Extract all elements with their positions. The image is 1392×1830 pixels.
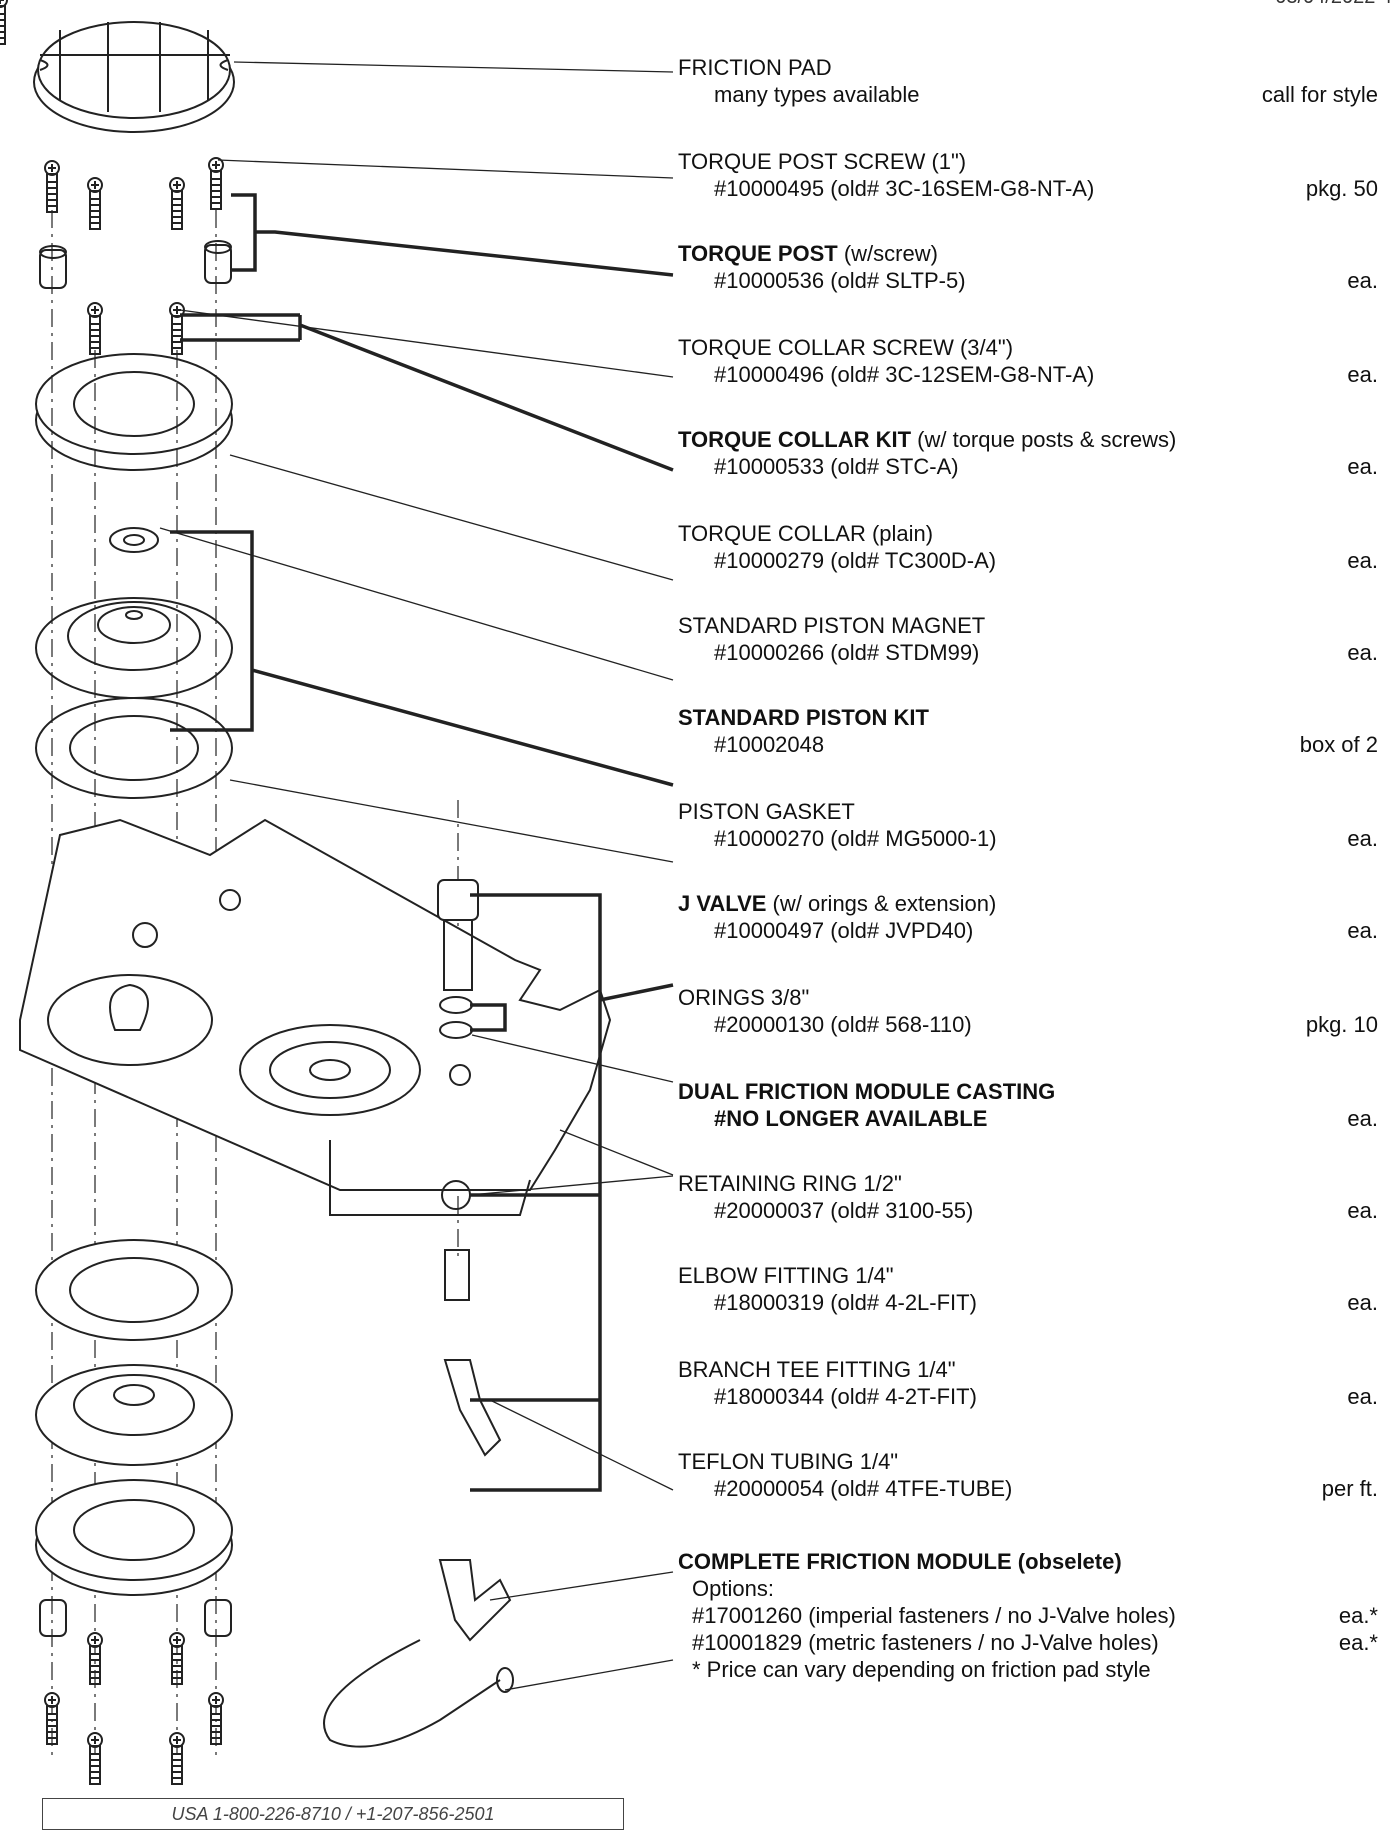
part-unit: ea. <box>1347 548 1378 573</box>
part-unit: ea. <box>1347 1290 1378 1315</box>
option-row: #10001829 (metric fasteners / no J-Valve… <box>692 1630 1378 1655</box>
part-entry: TORQUE COLLAR (plain)#10000279 (old# TC3… <box>678 520 1378 574</box>
part-note: (w/screw) <box>837 241 938 266</box>
part-number: #10000270 (old# MG5000-1) <box>714 826 997 851</box>
part-name: J VALVE <box>678 891 767 916</box>
part-note: (w/ torque posts & screws) <box>911 427 1177 452</box>
piston-drawing <box>35 527 233 699</box>
part-unit: pkg. 50 <box>1305 176 1378 201</box>
part-unit: ea. <box>1347 1198 1378 1223</box>
part-number: #20000037 (old# 3100-55) <box>714 1198 974 1223</box>
complete-module-block: COMPLETE FRICTION MODULE (obselete) Opti… <box>678 1548 1378 1683</box>
option-row: #17001260 (imperial fasteners / no J-Val… <box>692 1603 1378 1628</box>
part-entry: DUAL FRICTION MODULE CASTING#NO LONGER A… <box>678 1078 1378 1132</box>
part-entry: TEFLON TUBING 1/4"#20000054 (old# 4TFE-T… <box>678 1448 1378 1502</box>
part-entry: TORQUE POST SCREW (1")#10000495 (old# 3C… <box>678 148 1378 202</box>
part-number: #10000497 (old# JVPD40) <box>714 918 974 943</box>
part-name: TORQUE POST SCREW (1") <box>678 149 967 174</box>
part-entry: PISTON GASKET#10000270 (old# MG5000-1) ea… <box>678 798 1378 852</box>
part-entry: STANDARD PISTON KIT#10002048 box of 2 <box>678 704 1378 758</box>
part-entry: J VALVE (w/ orings & extension)#10000497… <box>678 890 1378 944</box>
part-number: #10000533 (old# STC-A) <box>714 454 959 479</box>
part-unit: ea. <box>1347 918 1378 943</box>
part-name: ORINGS 3/8" <box>678 985 810 1010</box>
part-number: #18000319 (old# 4-2L-FIT) <box>714 1290 977 1315</box>
part-entry: ORINGS 3/8"#20000130 (old# 568-110) pkg. … <box>678 984 1378 1038</box>
part-entry: TORQUE COLLAR KIT (w/ torque posts & scr… <box>678 426 1378 480</box>
part-name: FRICTION PAD <box>678 55 832 80</box>
part-name: RETAINING RING 1/2" <box>678 1171 902 1196</box>
options-label: Options: <box>692 1576 774 1601</box>
part-number: #10000536 (old# SLTP-5) <box>714 268 966 293</box>
part-number: many types available <box>714 82 920 107</box>
torque-collar-drawing <box>35 353 233 471</box>
part-number: #20000130 (old# 568-110) <box>714 1012 972 1037</box>
part-number: #10000496 (old# 3C-12SEM-G8-NT-A) <box>714 362 1095 387</box>
part-entry: TORQUE COLLAR SCREW (3/4")#10000496 (old… <box>678 334 1378 388</box>
part-name: TORQUE COLLAR KIT <box>678 427 912 452</box>
part-name: TORQUE COLLAR SCREW (3/4") <box>678 335 1014 360</box>
part-unit: per ft. <box>1321 1476 1378 1501</box>
part-number: #NO LONGER AVAILABLE <box>714 1106 988 1131</box>
part-unit: ea. <box>1347 268 1378 293</box>
part-name: ELBOW FITTING 1/4" <box>678 1263 894 1288</box>
kit-brackets <box>170 193 674 1492</box>
revision-date: 03/04/2022 4 <box>1275 0 1392 9</box>
top-screws-drawing <box>0 0 232 355</box>
part-name: TORQUE COLLAR (plain) <box>678 521 934 546</box>
part-name: STANDARD PISTON MAGNET <box>678 613 986 638</box>
part-name: PISTON GASKET <box>678 799 855 824</box>
part-number: #10000266 (old# STDM99) <box>714 640 980 665</box>
part-name: BRANCH TEE FITTING 1/4" <box>678 1357 956 1382</box>
part-unit: call for style <box>1261 82 1378 107</box>
part-unit: ea. <box>1347 362 1378 387</box>
part-unit: box of 2 <box>1299 732 1378 757</box>
part-unit: ea. <box>1347 454 1378 479</box>
part-entry: BRANCH TEE FITTING 1/4"#18000344 (old# 4… <box>678 1356 1378 1410</box>
part-number: #20000054 (old# 4TFE-TUBE) <box>714 1476 1013 1501</box>
lower-stack-drawing <box>35 1239 233 1785</box>
part-number: #10000495 (old# 3C-16SEM-G8-NT-A) <box>714 176 1095 201</box>
part-entry: STANDARD PISTON MAGNET#10000266 (old# ST… <box>678 612 1378 666</box>
part-number: #10002048 <box>714 732 825 757</box>
part-name: TORQUE POST <box>678 241 838 266</box>
leader-lines <box>159 61 674 1691</box>
part-number: #10000279 (old# TC300D-A) <box>714 548 997 573</box>
friction-pad-drawing <box>33 21 235 133</box>
price-footnote: * Price can vary depending on friction p… <box>692 1657 1151 1682</box>
part-name: TEFLON TUBING 1/4" <box>678 1449 899 1474</box>
part-unit: ea. <box>1347 1106 1378 1131</box>
module-casting-drawing <box>19 818 612 1216</box>
part-name: DUAL FRICTION MODULE CASTING <box>678 1079 1056 1104</box>
contact-phone: USA 1-800-226-8710 / +1-207-856-2501 <box>42 1798 624 1830</box>
part-unit: pkg. 10 <box>1305 1012 1378 1037</box>
part-note: (w/ orings & extension) <box>766 891 997 916</box>
part-entry: ELBOW FITTING 1/4"#18000319 (old# 4-2L-F… <box>678 1262 1378 1316</box>
complete-module-title: COMPLETE FRICTION MODULE (obselete) <box>678 1549 1122 1574</box>
part-unit: ea. <box>1347 1384 1378 1409</box>
piston-gasket-drawing <box>35 697 233 799</box>
part-unit: ea. <box>1347 640 1378 665</box>
part-name: STANDARD PISTON KIT <box>678 705 929 730</box>
part-entry: TORQUE POST (w/screw)#10000536 (old# SLT… <box>678 240 1378 294</box>
part-number: #18000344 (old# 4-2T-FIT) <box>714 1384 977 1409</box>
part-unit: ea. <box>1347 826 1378 851</box>
part-entry: RETAINING RING 1/2"#20000037 (old# 3100-… <box>678 1170 1378 1224</box>
